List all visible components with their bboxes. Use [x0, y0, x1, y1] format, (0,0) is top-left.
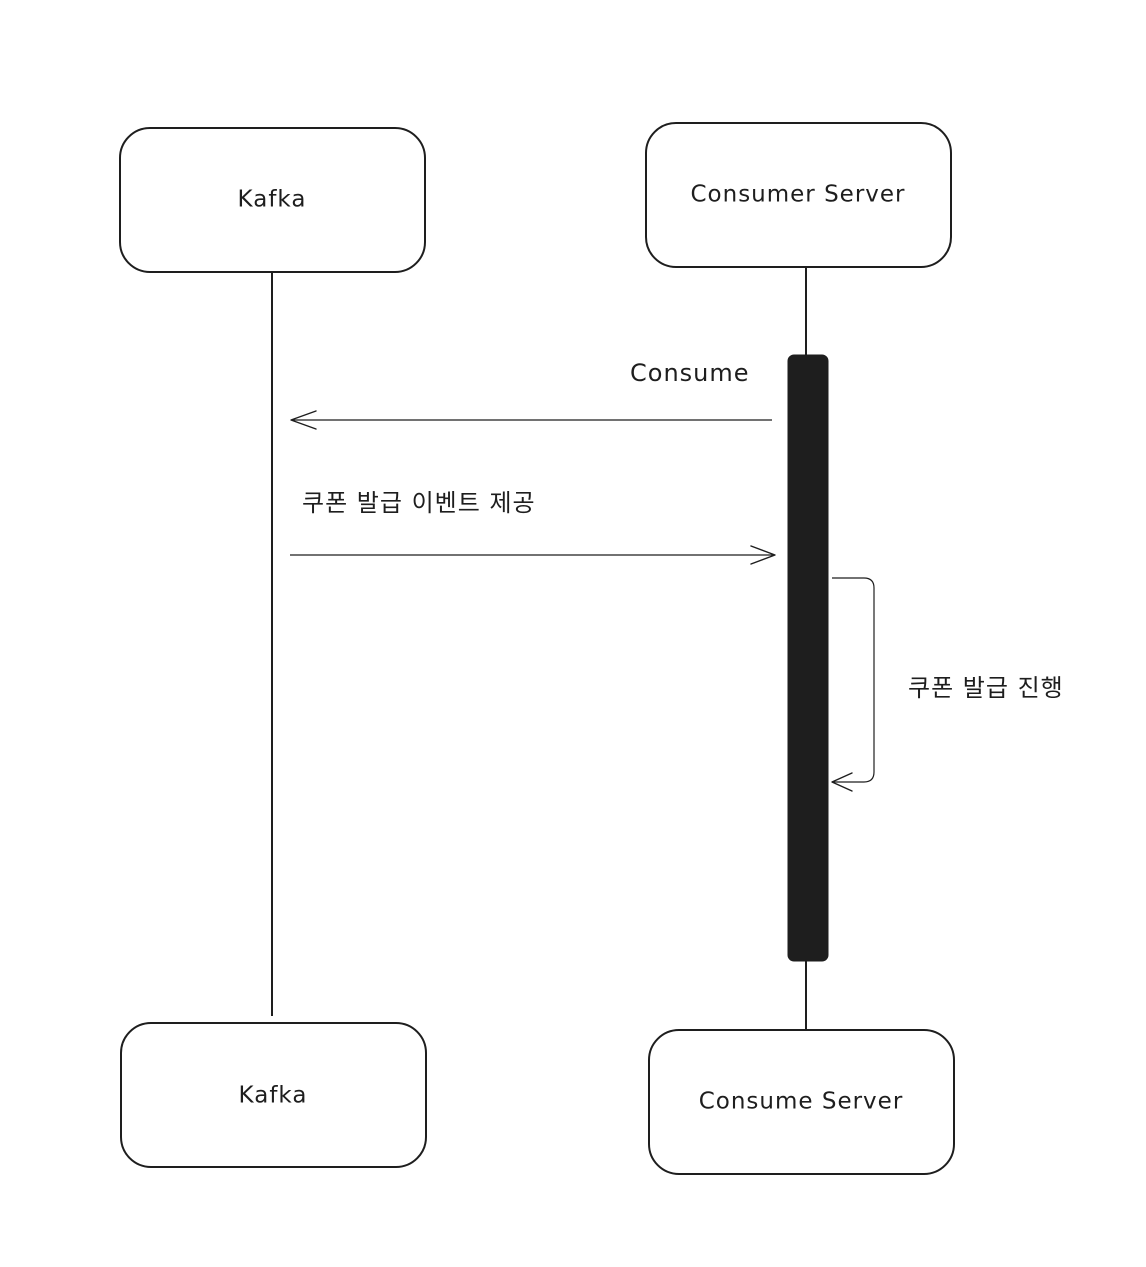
self-process-message[interactable]: 쿠폰 발급 진행	[831, 577, 1064, 792]
consume-server-bottom-label: Consume Server	[699, 1089, 904, 1115]
provide-event-message-arrowhead	[750, 545, 776, 565]
self-process-message-arrow-line	[832, 577, 875, 783]
consume-message-arrowhead	[290, 410, 317, 430]
kafka-top-participant[interactable]: Kafka	[119, 127, 426, 273]
consumer-server-activation-bar	[787, 354, 829, 962]
consume-message[interactable]: Consume	[290, 359, 772, 430]
kafka-bottom-participant[interactable]: Kafka	[120, 1022, 427, 1168]
provide-event-message-label: 쿠폰 발급 이벤트 제공	[302, 489, 536, 517]
kafka-top-label: Kafka	[238, 187, 307, 213]
consumer-server-top-label: Consumer Server	[690, 182, 905, 208]
consumer-server-top-participant[interactable]: Consumer Server	[645, 122, 952, 268]
kafka-bottom-label: Kafka	[239, 1083, 308, 1109]
consume-message-label: Consume	[630, 359, 750, 387]
consume-server-bottom-participant[interactable]: Consume Server	[648, 1029, 955, 1175]
self-process-message-arrowhead	[831, 772, 853, 792]
provide-event-message[interactable]: 쿠폰 발급 이벤트 제공	[290, 489, 776, 565]
self-process-message-label: 쿠폰 발급 진행	[908, 674, 1064, 702]
